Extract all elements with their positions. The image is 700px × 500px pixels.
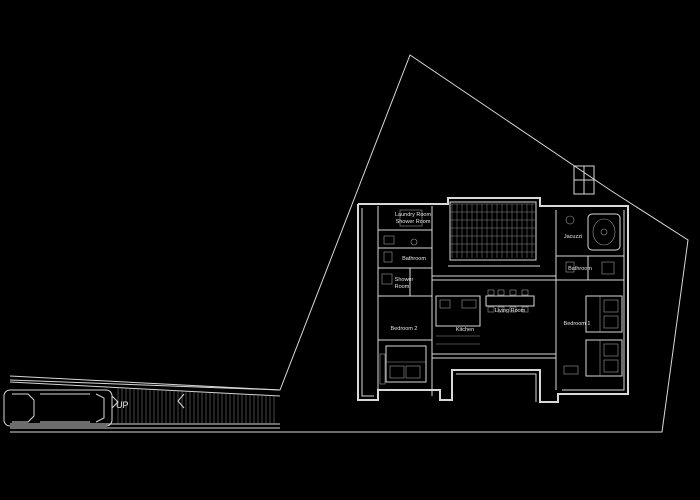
dining-table [485,289,535,313]
bed-icon [385,345,427,383]
kitchen-fixtures [435,295,481,345]
driveway-ramp: UP [3,375,281,429]
right-wing-fixtures [563,213,623,377]
room-label-kitchen: Kitchen [456,327,474,333]
room-label-bathroom-left: Bathroom [402,256,426,262]
left-wing-walls [377,206,433,396]
room-label-laundry: Laundry Room [395,212,431,218]
corner-structure [573,165,595,195]
right-wing-walls [555,210,624,390]
car-icon [3,389,113,427]
bed-icon [585,295,623,333]
room-label-bathroom-right: Bathroom [568,266,592,272]
room-label-shower-room-small: Room [395,284,410,290]
courtyard-terrace [449,201,537,261]
left-wing-fixtures [379,209,427,385]
room-label-bedroom-2: Bedroom 2 [391,326,418,332]
living-kitchen-walls [432,265,557,359]
room-label-living-room: Living Room [495,308,526,314]
room-label-shower: Shower [395,277,414,283]
room-labels: Laundry Room Shower Room Bathroom Shower… [391,212,593,333]
room-label-bedroom-1: Bedroom 1 [564,321,591,327]
stair-up-label: UP [116,400,129,410]
room-label-shower-room: Shower Room [396,219,431,225]
room-label-jacuzzi: Jacuzzi [564,234,582,240]
jacuzzi-tub-icon [587,213,621,251]
stair-arrow-icon [111,393,185,409]
bed-icon [585,339,623,377]
